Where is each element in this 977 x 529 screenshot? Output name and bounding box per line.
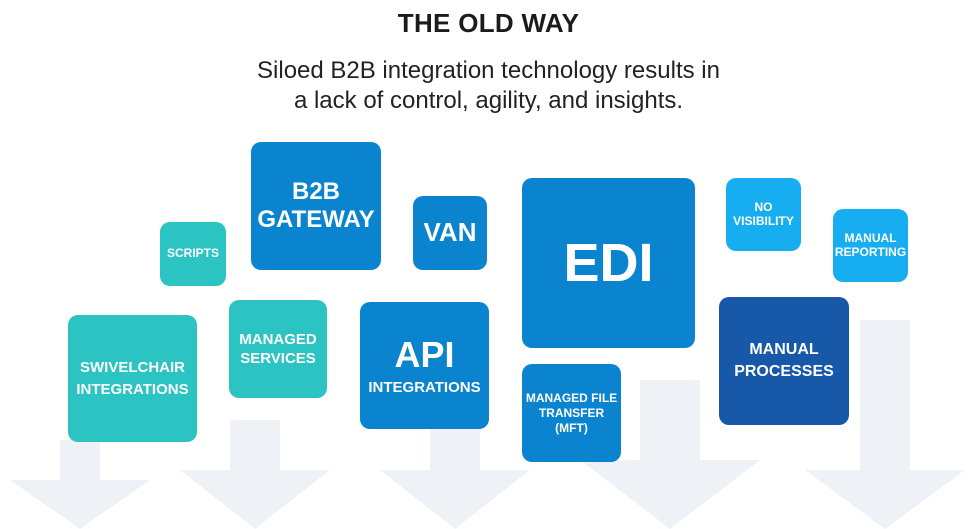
tile-managed-file-transfer: MANAGED FILE TRANSFER (MFT) (522, 364, 621, 462)
down-arrow (380, 425, 530, 529)
page-title: THE OLD WAY (397, 8, 580, 38)
tile-swivelchair-integrations: SWIVELCHAIR INTEGRATIONS (68, 315, 197, 442)
tile-label: SERVICES (240, 350, 316, 367)
tile-van: VAN (413, 196, 487, 270)
tile-label: PROCESSES (734, 363, 834, 380)
tile-label: SWIVELCHAIR (80, 358, 185, 376)
tile-label: MANAGED (239, 330, 317, 348)
tile-label: INTEGRATIONS (76, 380, 189, 398)
down-arrow (580, 380, 760, 529)
tile-label: API (394, 334, 455, 376)
down-arrow (180, 420, 330, 529)
tile-no-visibility: NO VISIBILITY (726, 178, 801, 251)
tile-label: NO (754, 199, 773, 214)
tile-label: (MFT) (555, 420, 588, 435)
tile-managed-services: MANAGED SERVICES (229, 300, 327, 398)
tile-label: INTEGRATIONS (368, 378, 481, 396)
tile-label: GATEWAY (257, 206, 375, 233)
tile-label: TRANSFER (538, 405, 605, 420)
tile-manual-reporting: MANUAL REPORTING (833, 209, 908, 282)
tile-label: EDI (563, 232, 654, 293)
tile-label: B2B (291, 178, 340, 206)
tile-label: MANUAL (749, 340, 819, 358)
page-subtitle: Siloed B2B integration technology result… (0, 56, 977, 116)
tile-label: SCRIPTS (166, 246, 219, 261)
subtitle-line-1: Siloed B2B integration technology result… (257, 57, 720, 84)
tile-label: VISIBILITY (733, 213, 794, 228)
tile-scripts: SCRIPTS (160, 222, 226, 286)
tile-label: MANUAL (844, 230, 897, 245)
tile-label: VAN (423, 217, 477, 248)
tile-manual-processes: MANUAL PROCESSES (719, 297, 849, 425)
tile-b2b-gateway: B2B GATEWAY (251, 142, 381, 270)
tile-label: MANAGED FILE (525, 390, 618, 405)
down-arrow (10, 440, 150, 529)
down-arrow (805, 320, 965, 529)
tile-label: REPORTING (834, 244, 907, 259)
tile-api-integrations: API INTEGRATIONS (360, 302, 489, 429)
tile-edi: EDI (522, 178, 695, 348)
subtitle-line-2: a lack of control, agility, and insights… (293, 87, 684, 114)
